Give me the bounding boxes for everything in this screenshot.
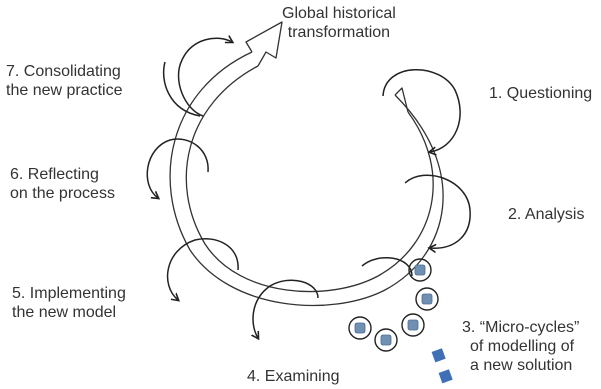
loop-arrow-consolidating — [177, 38, 232, 117]
label-global-transformation: Global historical transformation — [282, 5, 396, 41]
label-step1-questioning: 1. Questioning — [489, 85, 593, 102]
gear-icon — [407, 319, 419, 331]
micro-cycles-chain — [348, 258, 439, 352]
label-step3-micro-cycles: 3. “Micro-cycles” of modelling of a new … — [462, 319, 580, 374]
gear-icon — [354, 322, 366, 334]
gear-icon — [414, 264, 426, 276]
label-step7-consolidating: 7. Consolidating the new practice — [6, 63, 123, 99]
loop-arrow-consolidating-base — [162, 61, 201, 117]
gear-icon — [380, 334, 392, 346]
label-step5-implementing: 5. Implementing the new model — [12, 285, 126, 321]
square-icon — [438, 369, 453, 384]
loop-arrow-implementing — [166, 238, 239, 300]
square-icon — [431, 348, 446, 363]
label-step2-analysis: 2. Analysis — [508, 206, 585, 223]
loop-arrow-analysis — [404, 174, 471, 248]
gear-icon — [421, 293, 433, 305]
label-step6-reflecting: 6. Reflecting on the process — [10, 166, 115, 202]
main-spiral-arrow — [169, 21, 444, 307]
label-step4-examining: 4. Examining — [247, 368, 340, 385]
loop-arrow-questioning — [382, 68, 461, 152]
loop-arrow-examining-right — [361, 257, 413, 277]
loop-arrow-reflecting — [146, 138, 209, 198]
loop-arrow-examining — [253, 279, 319, 338]
